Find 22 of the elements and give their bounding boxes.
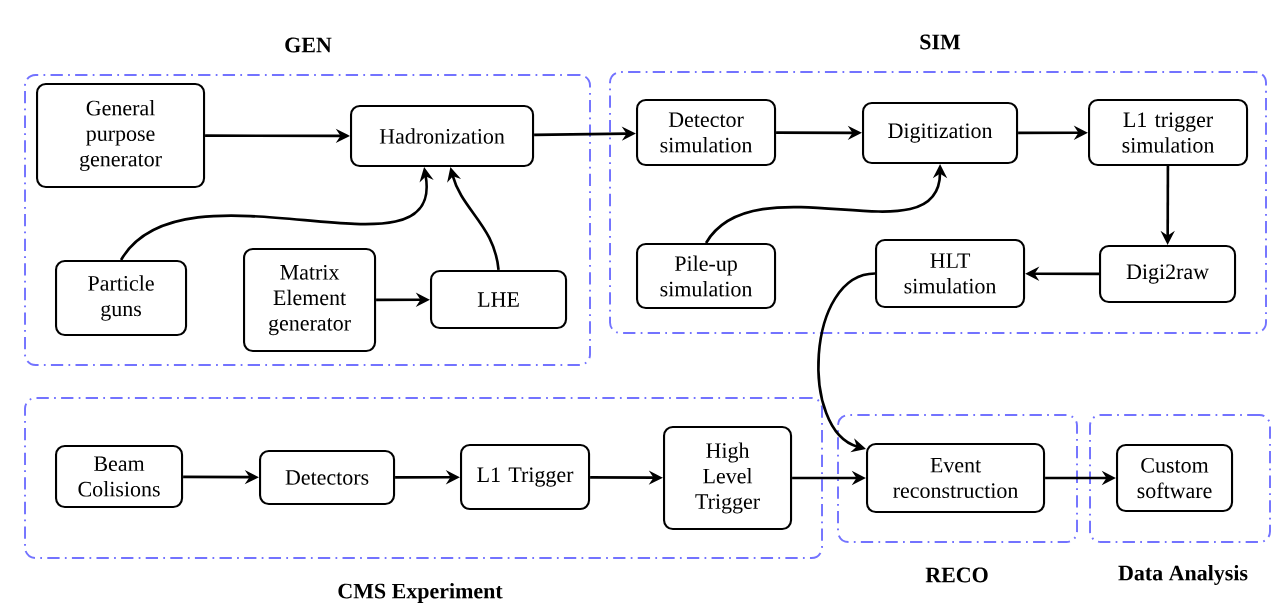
process-box: Particle guns (55, 259, 188, 337)
process-box: HLT simulation (875, 238, 1026, 309)
process-box: Custom software (1116, 443, 1234, 513)
process-box: Beam Colisions (55, 444, 184, 509)
process-box: L1 trigger simulation (1087, 98, 1249, 167)
process-box: Hadronization (350, 104, 535, 168)
group-title: GEN (285, 37, 332, 53)
process-box: Matrix Element generator (243, 247, 377, 353)
process-box: High Level Trigger (663, 425, 793, 531)
group-title: Data Analysis (1118, 565, 1248, 585)
process-box: Digi2raw (1099, 244, 1237, 304)
group-title: CMS Experiment (338, 583, 503, 603)
process-box: Pile-up simulation (636, 242, 777, 310)
process-box: LHE (430, 269, 568, 330)
process-box: Digitization (862, 101, 1019, 165)
process-box: Event reconstruction (866, 442, 1046, 514)
process-box: Detector simulation (636, 98, 777, 167)
process-box: L1 Trigger (460, 443, 591, 511)
group-title: SIM (920, 34, 961, 50)
process-box: Detectors (259, 449, 396, 506)
process-box: General purpose generator (36, 82, 206, 189)
group-title: RECO (925, 567, 988, 583)
